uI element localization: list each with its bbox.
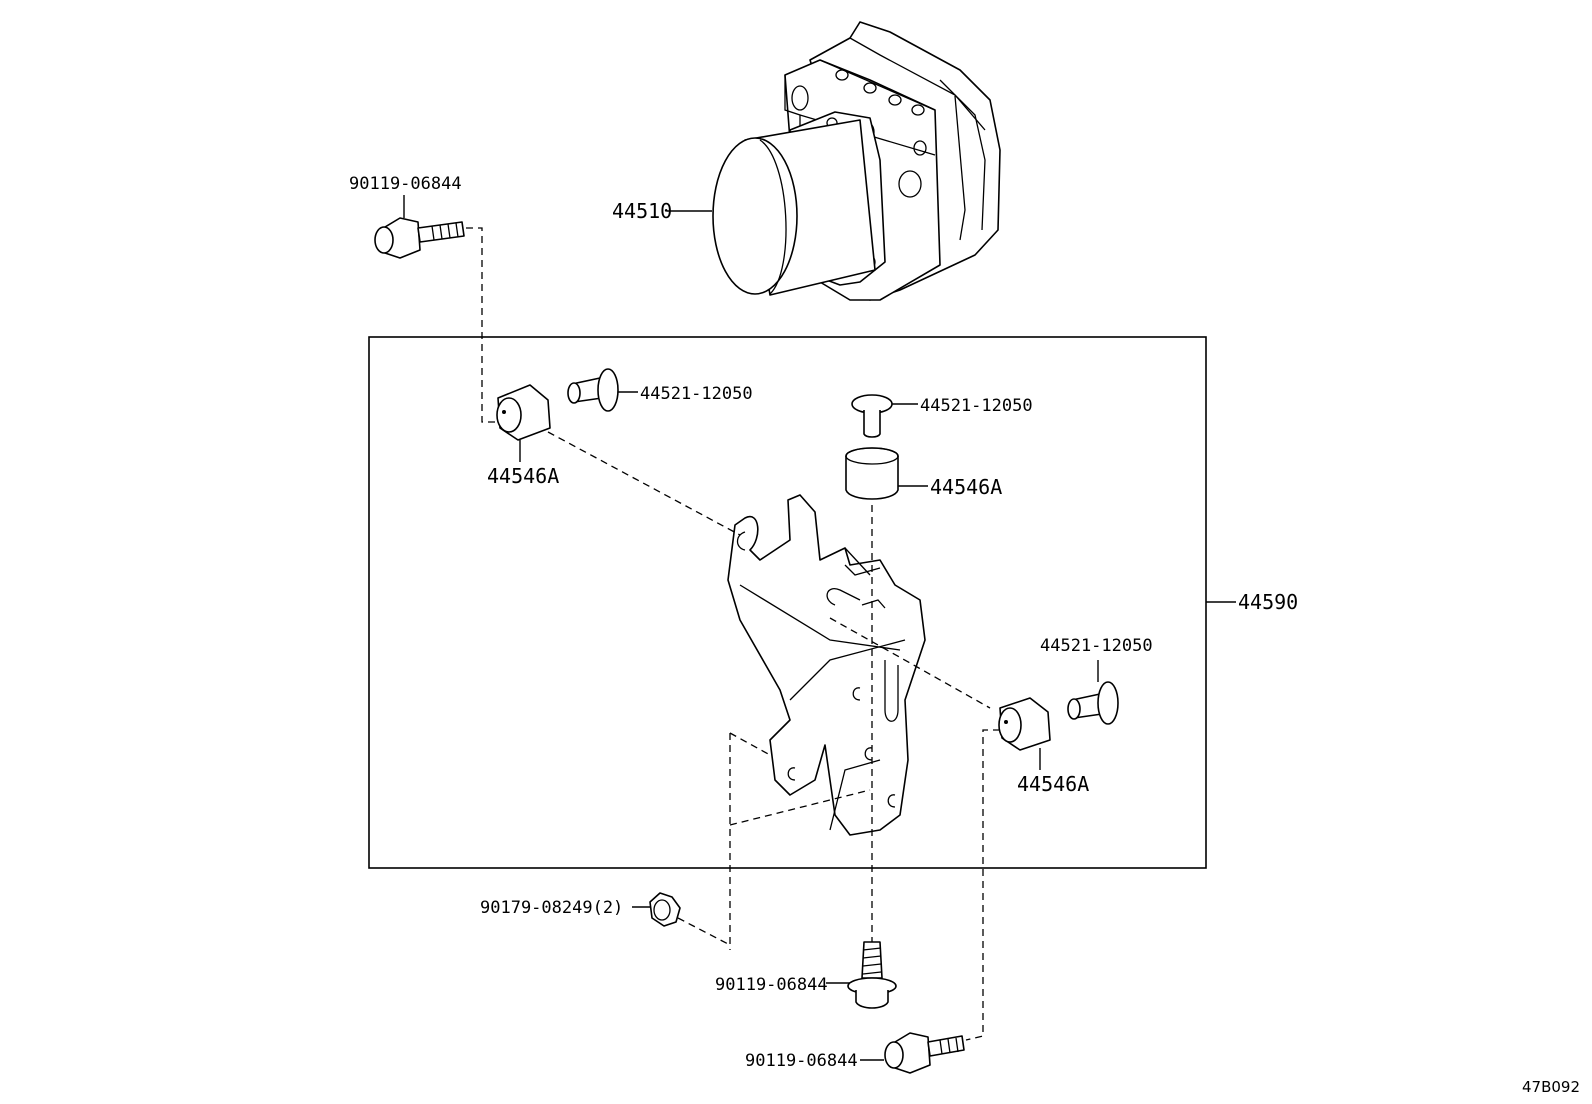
label-bolt-bottom-center: 90119-06844 xyxy=(715,975,828,995)
label-bolt-top-left: 90119-06844 xyxy=(349,174,462,194)
label-collar-right: 44521-12050 xyxy=(1040,636,1153,656)
cushion-right[interactable] xyxy=(998,697,1051,751)
nut[interactable] xyxy=(649,892,681,927)
collar-right[interactable] xyxy=(1067,681,1119,725)
dashed-guide-1 xyxy=(466,227,498,423)
label-collar-top-center: 44521-12050 xyxy=(920,396,1033,416)
label-44510: 44510 xyxy=(612,199,672,223)
label-cushion-right: 44546A xyxy=(1017,772,1089,796)
mounting-bracket[interactable] xyxy=(727,494,926,836)
label-cushion-center: 44546A xyxy=(930,475,1002,499)
reference-code: 47B092 xyxy=(1522,1078,1580,1096)
cushion-left[interactable] xyxy=(496,384,551,441)
cushion-center[interactable] xyxy=(845,447,899,500)
collar-top-center[interactable] xyxy=(851,394,893,438)
label-44590: 44590 xyxy=(1238,590,1298,614)
bolt-bottom[interactable] xyxy=(884,1032,965,1074)
collar-top-left[interactable] xyxy=(567,368,619,412)
bolt-top-left[interactable] xyxy=(374,217,465,259)
bolt-bottom-center[interactable] xyxy=(847,941,897,1009)
label-collar-top-left: 44521-12050 xyxy=(640,384,753,404)
label-cushion-left: 44546A xyxy=(487,464,559,488)
label-bolt-bottom: 90119-06844 xyxy=(745,1051,858,1071)
abs-actuator[interactable] xyxy=(712,21,1001,301)
label-nut: 90179-08249(2) xyxy=(480,898,623,918)
